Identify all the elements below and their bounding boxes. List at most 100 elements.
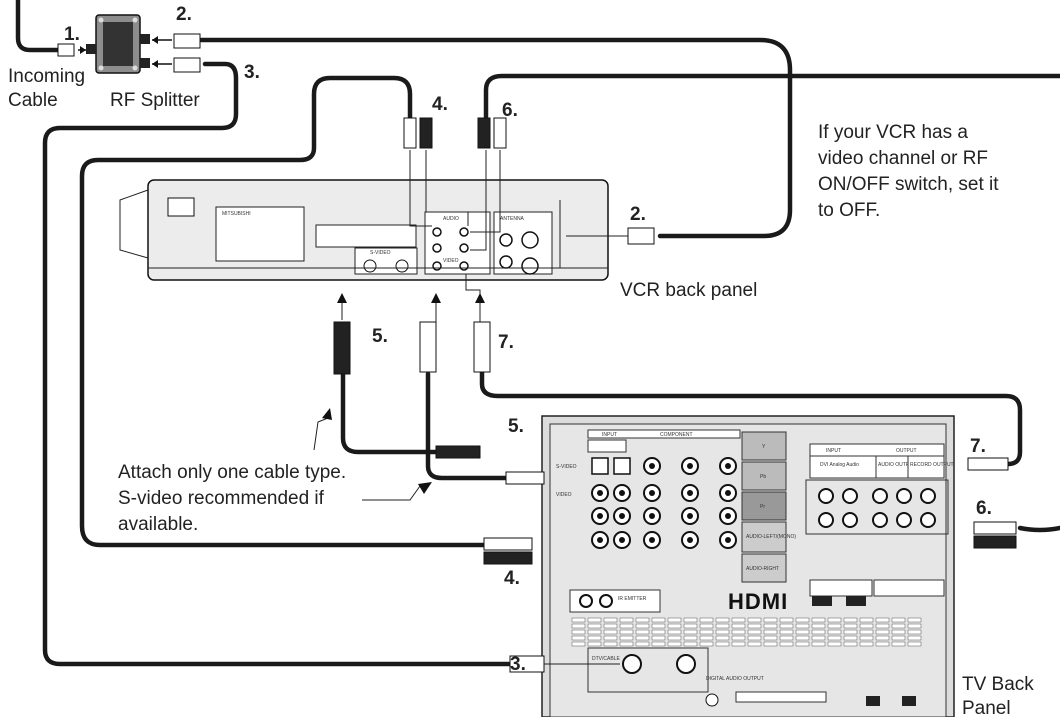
step-5-vcr: 5. [372,326,388,347]
vent-slot [827,641,842,647]
vent-slot [699,617,714,623]
vent-slot [715,641,730,647]
vent-slot [619,641,634,647]
plug-4 [403,117,433,149]
incoming-cable-line [15,0,63,53]
rca-jack-center [687,537,693,543]
vent-slot [811,641,826,647]
output-jack [920,488,936,504]
vent-slot [683,641,698,647]
vent-slot [907,641,922,647]
step-1: 1. [64,24,80,45]
vent-slot [859,641,874,647]
vent-slot [715,635,730,641]
vent-slot [603,617,618,623]
vent-slot [827,623,842,629]
vent-slot [811,635,826,641]
attach-note-3: available. [118,514,198,535]
vent-slot [587,635,602,641]
vent-slot [859,623,874,629]
vent-slot [827,629,842,635]
splitter-connectors [57,33,201,73]
cable-7 [479,369,1023,467]
step-6-tv: 6. [976,498,992,519]
vent-slot [651,617,666,623]
output-jack [842,512,858,528]
rca-jack-center [649,513,655,519]
output-jack [818,488,834,504]
rca-jack-center [649,537,655,543]
vent-slot [779,629,794,635]
rca-jack-center [725,513,731,519]
vent-slot [683,629,698,635]
cable-6b [1017,525,1060,533]
rca-jack-center [597,513,603,519]
cable-5-video [425,371,509,481]
vent-slot [635,641,650,647]
rca-jack-center [725,537,731,543]
vcr-back-panel: MITSUBISHI S-VIDEO AUDIO VIDEO ANTENNA [119,179,609,281]
vent-slot [907,635,922,641]
vent-slot [795,629,810,635]
vcr-note-4: to OFF. [818,200,880,221]
hdmi-port-2 [846,596,866,606]
tv-dtv-label: DTV/CABLE [592,656,620,662]
vent-slot [779,623,794,629]
rca-jack-center [687,463,693,469]
vent-slot [715,617,730,623]
cable-5-svideo [340,371,439,455]
plug-2-vcr [627,227,655,245]
vent-slot [667,641,682,647]
vent-slot [635,623,650,629]
tv-ir-label: IR EMITTER [618,596,647,602]
plug-6 [477,117,507,149]
vent-slot [683,623,698,629]
vcr-note-3: ON/OFF switch, set it [818,174,999,195]
vent-slot [747,623,762,629]
step-4-top: 4. [432,94,448,115]
cable-2 [197,37,793,239]
vent-slot [875,617,890,623]
vent-slot [731,641,746,647]
rca-jack-center [725,463,731,469]
tv-output-label: OUTPUT [896,448,917,454]
cable-3 [42,61,513,667]
vcr-video-label: VIDEO [443,258,459,264]
vent-slot [779,635,794,641]
vent-slot [763,629,778,635]
vent-slot [747,641,762,647]
vent-slot [683,635,698,641]
step-2-vcr: 2. [630,204,646,225]
vcr-jack-arrows [337,293,485,303]
tv-audio-output-label: AUDIO OUTPUT [878,462,916,468]
rca-jack-center [725,490,731,496]
vcr-note-1: If your VCR has a [818,122,968,143]
vent-slot [827,617,842,623]
vcr-audio-label: AUDIO [443,216,459,222]
rca-jack-center [649,463,655,469]
rf-splitter-label: RF Splitter [110,90,200,111]
vent-slot [843,635,858,641]
hdmi-logo: HDMI [728,589,788,614]
cable-4 [79,75,487,548]
vent-slot [875,629,890,635]
step-5-tv: 5. [508,416,524,437]
vent-slot [859,617,874,623]
vent-slot [811,617,826,623]
tv-plugs [435,445,1017,673]
svideo-jack [613,457,631,475]
vent-slot [667,635,682,641]
vent-slot [747,617,762,623]
rca-jack-center [597,490,603,496]
tv-pr-label: Pr [760,504,765,510]
tv-input-label: INPUT [602,432,617,438]
vent-slot [699,641,714,647]
step-3-top: 3. [244,62,260,83]
vent-slot [651,629,666,635]
vent-slot [875,623,890,629]
vent-slot [891,635,906,641]
step-6-top: 6. [502,100,518,121]
vent-slot [891,617,906,623]
vent-slot [747,635,762,641]
rca-jack-center [649,490,655,496]
